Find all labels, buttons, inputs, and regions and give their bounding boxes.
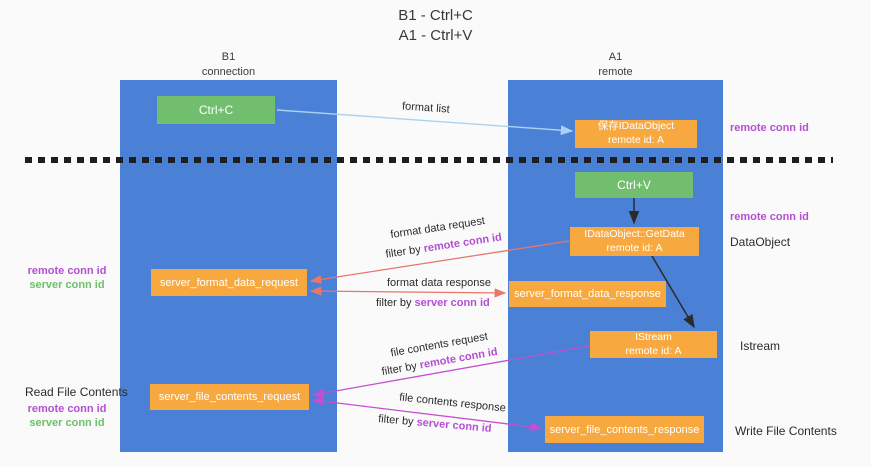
read-file-contents-label: Read File Contents (25, 385, 128, 399)
node-ctrl-c-label: Ctrl+C (198, 103, 234, 117)
header-a1-role: remote (598, 65, 633, 78)
write-file-contents-label: Write File Contents (735, 424, 837, 438)
remote-conn-id-label-top: remote conn id (730, 122, 809, 134)
node-server-file-contents-response: server_file_contents_response (545, 416, 704, 443)
remote-conn-id-label-file: remote conn id (27, 403, 107, 415)
node-server-file-contents-request: server_file_contents_request (150, 384, 309, 410)
node-idataobject-getdata: IDataObject::GetData remote id: A (570, 227, 699, 256)
file-contents-response-label: file contents response (398, 391, 507, 415)
server-conn-id-label-file: server conn id (29, 416, 105, 429)
file-contents-response-filter-label: filter by server conn id (378, 413, 492, 435)
phase-separator-dashed-line (25, 157, 833, 163)
filter-by-text: filter by (384, 243, 422, 261)
format-list-label: format list (401, 100, 451, 116)
filter-by-text: filter by (377, 413, 415, 429)
header-b1-name: B1 (221, 51, 236, 63)
node-server-format-data-request-label: server_format_data_request (159, 276, 299, 289)
remote-conn-id-label-format: remote conn id (27, 265, 107, 277)
node-ctrl-v: Ctrl+V (575, 172, 693, 198)
title-line-1: B1 - Ctrl+C (398, 7, 473, 24)
node-idataobject-getdata-line1: IDataObject::GetData (584, 227, 685, 240)
title-line-2: A1 - Ctrl+V (398, 26, 473, 44)
node-istream-line1: IStream (635, 330, 672, 343)
format-data-response-label: format data response (387, 277, 491, 289)
server-conn-id-key: server conn id (414, 297, 490, 309)
node-idataobject-getdata-line2: remote id: A (606, 241, 663, 254)
dataobject-label: DataObject (730, 235, 791, 249)
diagram-title: B1 - Ctrl+C A1 - Ctrl+V (0, 6, 871, 45)
format-data-response-arrow (309, 286, 507, 298)
node-save-dataobject: 保存IDataObject remote id: A (575, 120, 697, 148)
node-server-format-data-response-label: server_format_data_response (514, 288, 661, 300)
header-a1-name: A1 (608, 51, 623, 63)
node-ctrl-v-label: Ctrl+V (617, 178, 651, 192)
remote-conn-id-label-mid: remote conn id (730, 211, 809, 223)
file-conn-id-stack: remote conn id server conn id (16, 403, 118, 431)
header-b1-connection: B1 connection (120, 50, 337, 80)
server-conn-id-label-format: server conn id (29, 278, 105, 291)
node-server-file-contents-response-label: server_file_contents_response (549, 423, 700, 436)
header-b1-role: connection (201, 65, 256, 78)
node-ctrl-c: Ctrl+C (157, 96, 275, 124)
header-a1-remote: A1 remote (508, 50, 723, 80)
node-istream: IStream remote id: A (590, 331, 717, 358)
filter-by-text: filter by (376, 297, 412, 309)
format-conn-id-stack: remote conn id server conn id (16, 265, 118, 293)
node-server-format-data-request: server_format_data_request (151, 269, 307, 296)
istream-label: Istream (740, 339, 781, 353)
node-save-dataobject-line2: remote id: A (607, 134, 665, 146)
node-server-file-contents-request-label: server_file_contents_request (158, 391, 301, 403)
node-save-dataobject-line1: 保存IDataObject (597, 120, 675, 133)
filter-by-text: filter by (380, 360, 418, 379)
server-conn-id-key: server conn id (416, 416, 493, 435)
format-data-response-filter-label: filter by server conn id (376, 297, 490, 309)
remote-conn-id-key: remote conn id (422, 231, 503, 255)
node-server-format-data-response: server_format_data_response (509, 281, 666, 307)
node-istream-line2: remote id: A (625, 344, 682, 357)
